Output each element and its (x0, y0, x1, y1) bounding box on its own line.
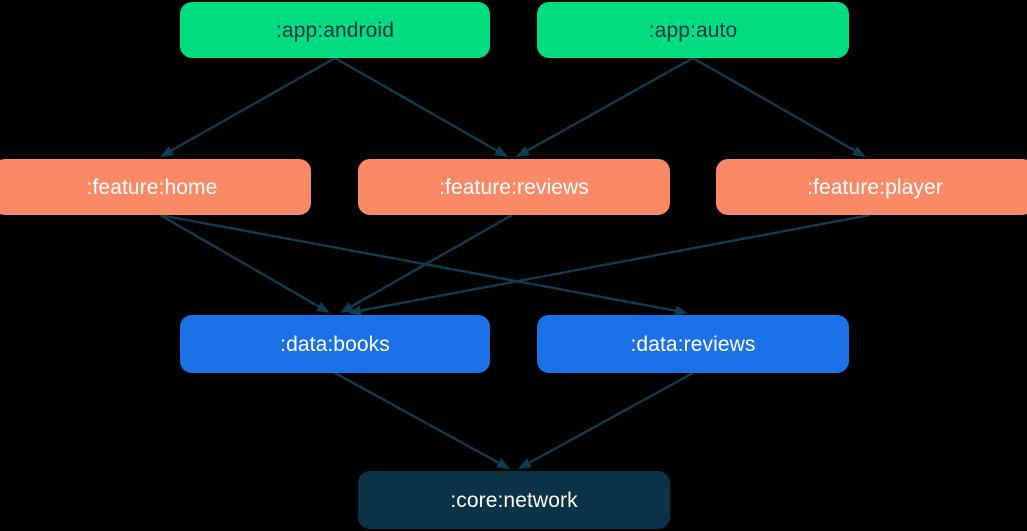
edge-line (159, 213, 320, 308)
edge-line (526, 56, 694, 152)
edge-arrowhead (852, 146, 866, 157)
module-node-data-reviews[interactable]: :data:reviews (537, 315, 849, 373)
module-node-label: :core:network (450, 488, 578, 512)
module-node-label: :app:android (276, 18, 394, 42)
module-node-feature-reviews[interactable]: :feature:reviews (358, 159, 670, 215)
module-node-feature-player[interactable]: :feature:player (716, 159, 1027, 215)
edge-line (170, 56, 336, 152)
edge-arrowhead (316, 302, 330, 313)
module-node-core-network[interactable]: :core:network (358, 471, 670, 529)
edge-arrowhead (496, 458, 510, 469)
edge-line (350, 213, 513, 308)
module-node-app-android[interactable]: :app:android (180, 2, 490, 58)
edge-line (159, 213, 676, 312)
module-node-label: :feature:home (86, 175, 218, 199)
edge-line (334, 56, 498, 152)
module-node-label: :data:reviews (630, 332, 756, 356)
module-node-label: :feature:player (807, 175, 943, 199)
module-node-label: :app:auto (648, 18, 738, 42)
edge-line (334, 371, 500, 464)
edge-arrowhead (160, 146, 174, 157)
edge-arrowhead (340, 302, 354, 313)
edge-line (528, 371, 694, 464)
edge-line (692, 56, 856, 152)
module-node-label: :data:books (280, 332, 390, 356)
edge-arrowhead (516, 146, 530, 157)
edge-arrowhead (518, 458, 532, 469)
module-node-data-books[interactable]: :data:books (180, 315, 490, 373)
module-node-label: :feature:reviews (439, 175, 589, 199)
edge-arrowhead (494, 146, 508, 157)
module-node-feature-home[interactable]: :feature:home (0, 159, 311, 215)
edge-line (360, 213, 871, 312)
module-node-app-auto[interactable]: :app:auto (537, 2, 849, 58)
